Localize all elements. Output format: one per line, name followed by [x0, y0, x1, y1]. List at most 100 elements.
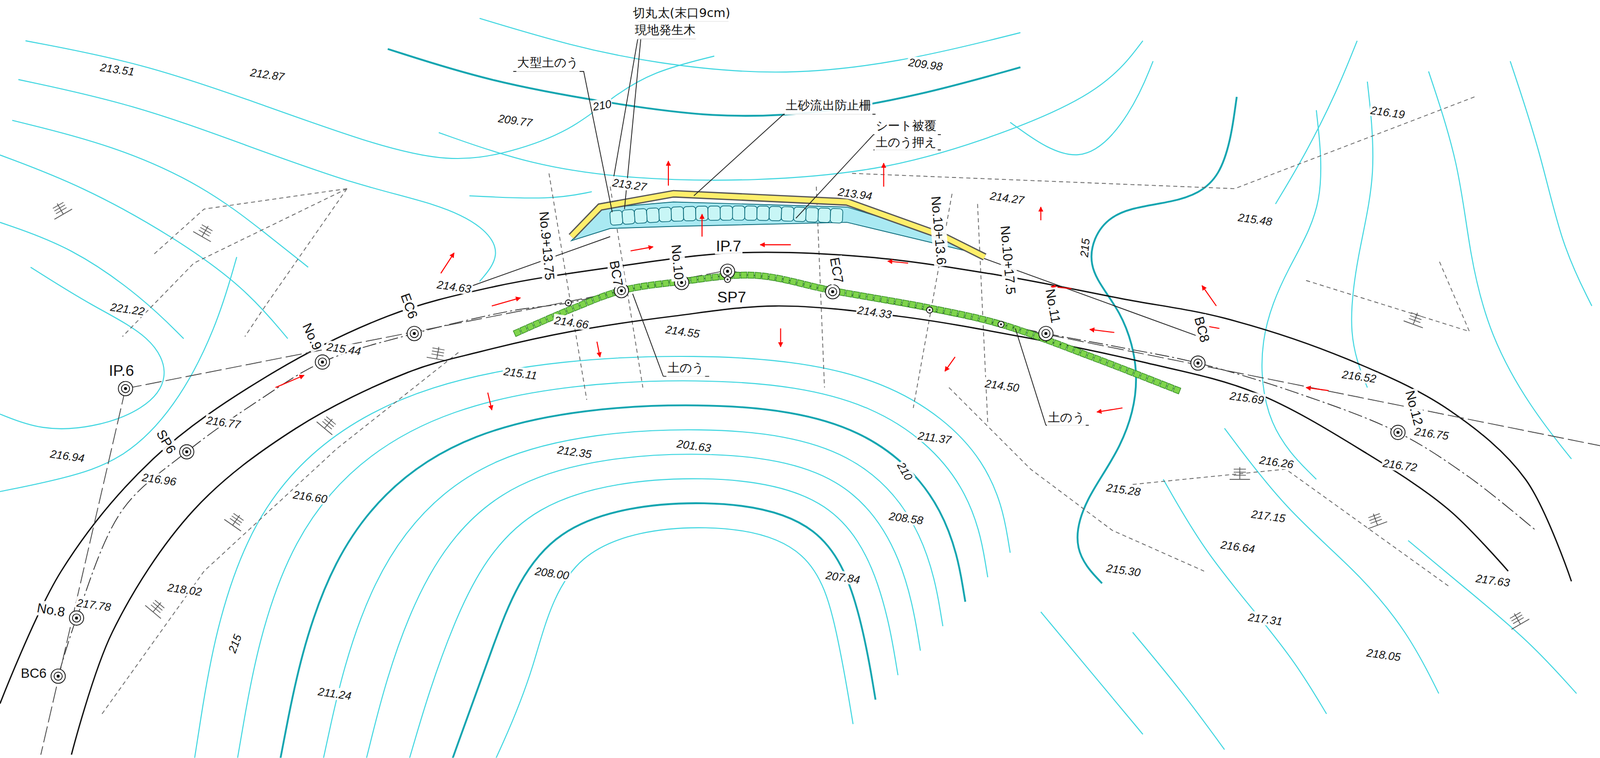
flow-arrow [701, 214, 703, 237]
point-ring [121, 384, 130, 394]
sandbag [1119, 365, 1128, 374]
point-name: IP.6 [107, 361, 136, 380]
sandbag [633, 284, 642, 292]
flow-arrow [1306, 387, 1329, 391]
elevation-label: 214.27 [988, 189, 1027, 207]
slope-hatch [201, 224, 213, 232]
elevation-label: 216.52 [1340, 367, 1379, 385]
slope-symbol [193, 220, 217, 242]
dashed-line-group [102, 96, 1475, 715]
dashed-boundary [153, 188, 348, 255]
contour-line [1132, 632, 1225, 750]
point-dot [56, 675, 60, 679]
large-sandbag [646, 207, 660, 223]
contour-line [18, 79, 496, 282]
point-dot [1000, 323, 1003, 326]
contour-line [1010, 61, 1154, 156]
elevation-label: 216.26 [1257, 453, 1296, 471]
point-ring [1390, 425, 1405, 440]
sandbag [513, 328, 522, 337]
sandbag [572, 303, 581, 311]
sandbag [647, 281, 655, 289]
sandbag [662, 280, 669, 288]
slope-symbol [48, 198, 72, 220]
sandbag [803, 281, 811, 289]
elevation-label: 211.24 [316, 685, 354, 703]
contour-line [1428, 71, 1572, 460]
contour-line [1351, 81, 1373, 388]
elevation-label: 217.78 [74, 596, 113, 614]
point-ring [1190, 356, 1205, 371]
sandbag [578, 300, 587, 309]
elevation-label: 209.77 [496, 111, 535, 129]
contour-line [322, 430, 943, 758]
slope-symbol-group [48, 198, 1529, 630]
flow-arrow [760, 244, 792, 246]
cut-line [464, 236, 611, 289]
callout-label: 土砂流出防止柵 [784, 97, 873, 115]
sandbag [1052, 340, 1061, 348]
callout-label: 切丸太(末口9cm) [631, 4, 732, 22]
sandbag [526, 323, 535, 332]
sandbag [796, 279, 804, 288]
sandbag [740, 271, 748, 279]
slope-hatch [431, 351, 445, 354]
elevation-label: 217.63 [1474, 572, 1512, 590]
sandbag [539, 317, 548, 326]
road-edge [71, 305, 1509, 756]
large-sandbag [817, 208, 831, 223]
sandbag [1126, 367, 1134, 376]
flow-arrow [1040, 207, 1042, 221]
flow-arrows [275, 161, 1329, 413]
point-ring [69, 611, 84, 626]
sandbag [908, 301, 917, 309]
sandbag [711, 273, 719, 281]
sandbag [1073, 347, 1081, 356]
sandbag [1172, 386, 1181, 395]
flow-arrow [491, 297, 521, 306]
flow-arrow [440, 252, 454, 274]
station-label: EC6 [397, 290, 422, 323]
point-dot [928, 309, 931, 312]
sandbag [1139, 373, 1148, 381]
point-dot [1044, 332, 1048, 336]
elevation-label: 211.37 [916, 429, 953, 447]
point-ring [828, 287, 837, 297]
point-ring [179, 445, 194, 460]
sandbag [1079, 350, 1088, 359]
large-sandbag [829, 208, 843, 224]
flow-arrow [596, 341, 600, 358]
slope-hatch [154, 600, 164, 609]
flow-arrow [667, 161, 669, 186]
station-label: No.10+13.6 [928, 194, 950, 267]
slope-hatch [1510, 612, 1521, 619]
contour-line [0, 267, 164, 430]
station-label: No.10+17.5 [997, 224, 1019, 297]
sandbag [1146, 375, 1154, 384]
station-label: BC6 [19, 665, 48, 682]
large-sandbag [621, 209, 635, 225]
contour-line [438, 40, 1143, 181]
slope-hatch [230, 518, 241, 526]
point-dot [619, 289, 623, 293]
large-sandbag [756, 206, 770, 221]
sandbag [1113, 362, 1121, 371]
elevation-label: 218.02 [165, 581, 204, 599]
contour-line [1510, 61, 1592, 306]
contour-line [365, 454, 921, 758]
slope-hatch [152, 602, 162, 611]
elevation-label: 221.22 [108, 300, 147, 318]
sandbag [859, 292, 867, 301]
sandbag [916, 302, 924, 310]
elevation-label: 207.84 [824, 569, 863, 587]
sandbag [1025, 330, 1034, 339]
slope-symbol [1229, 467, 1251, 480]
slope-symbol [426, 345, 450, 361]
slope-hatch [431, 354, 444, 357]
elevation-label: 214.55 [663, 323, 702, 341]
point-ring [51, 669, 66, 684]
leader-lines [513, 21, 1089, 426]
slope-hatch [1233, 471, 1246, 473]
elevation-label: 214.66 [552, 313, 591, 331]
large-sandbag [781, 206, 794, 222]
